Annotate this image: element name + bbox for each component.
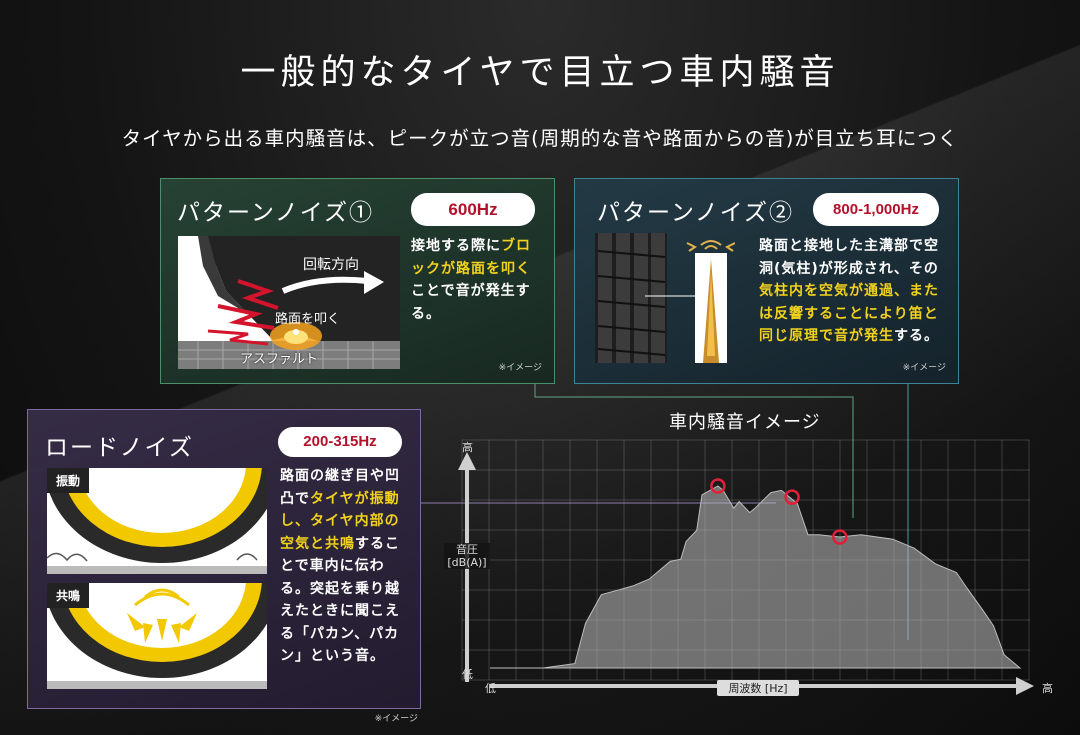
road-noise-title: ロードノイズ [45, 435, 194, 461]
tread-groove-illustration [595, 231, 736, 366]
pattern-noise-1-description: 接地する際にブロックが路面を叩くことで音が発生する。 [411, 238, 531, 322]
page-subtitle: タイヤから出る車内騒音は、ピークが立つ音(周期的な音や路面からの音)が目立ち耳に… [121, 127, 959, 150]
frequency-badge: 600Hz [411, 193, 535, 226]
chart-title: 車内騒音イメージ [669, 412, 821, 433]
peak-markers [710, 478, 848, 545]
tire-vibration-icon [47, 468, 267, 574]
rotation-direction-label: 回転方向 [303, 257, 359, 273]
frequency-badge: 200-315Hz [278, 427, 402, 457]
pattern-noise-2-description: 路面と接地した主溝部で空洞(気柱)が形成され、その気柱内を空気が通過、または反響… [759, 238, 939, 344]
y-axis-arrow-icon [458, 452, 476, 470]
road-hit-label: 路面を叩く [275, 312, 341, 327]
road-noise-panel: ロードノイズ 200-315Hz 振動 [27, 409, 421, 724]
air-column-icon [595, 233, 736, 363]
pattern-noise-2-title: パターンノイズ② [597, 200, 795, 226]
y-axis-title: 音圧[dB(A)] [444, 543, 490, 569]
page-title: 一般的なタイヤで目立つ車内騒音 [240, 53, 840, 93]
image-note: ※イメージ [374, 714, 418, 724]
y-axis-high-label: 高 [462, 441, 473, 454]
peak-marker [832, 529, 848, 545]
connector-pattern1 [534, 384, 854, 518]
resonance-illustration: 共鳴 [47, 583, 267, 689]
peak-marker [710, 478, 726, 494]
asphalt-label: アスファルト [240, 352, 319, 367]
noise-area [490, 485, 1022, 669]
vibration-tag: 振動 [47, 468, 90, 493]
pattern-noise-1-panel: パターンノイズ① 600Hz 回転方向 路面を叩く [160, 178, 555, 384]
peak-marker [784, 489, 800, 505]
tire-resonance-icon [47, 583, 267, 689]
x-axis-low-label: 低 [485, 682, 496, 695]
x-axis-title: 周波数 [Hz] [717, 680, 799, 696]
road-noise-description: 路面の継ぎ目や凹凸でタイヤが振動し、タイヤ内部の空気と共鳴することで車内に伝わる… [280, 468, 400, 664]
vibration-illustration: 振動 [47, 468, 267, 574]
image-note: ※イメージ [498, 363, 542, 373]
x-axis-high-label: 高 [1042, 682, 1053, 695]
y-axis-low-label: 低 [462, 668, 473, 681]
x-axis-arrow-icon [1016, 677, 1034, 695]
block-hit-icon [178, 236, 400, 369]
image-note: ※イメージ [902, 363, 946, 373]
frequency-badge: 800-1,000Hz [813, 193, 939, 226]
tire-block-illustration: 回転方向 路面を叩く アスファルト [178, 236, 400, 369]
resonance-tag: 共鳴 [47, 583, 90, 608]
pattern-noise-1-title: パターンノイズ① [177, 200, 375, 226]
pattern-noise-2-panel: パターンノイズ② 800-1,000Hz 路面と接地した主 [574, 178, 959, 384]
